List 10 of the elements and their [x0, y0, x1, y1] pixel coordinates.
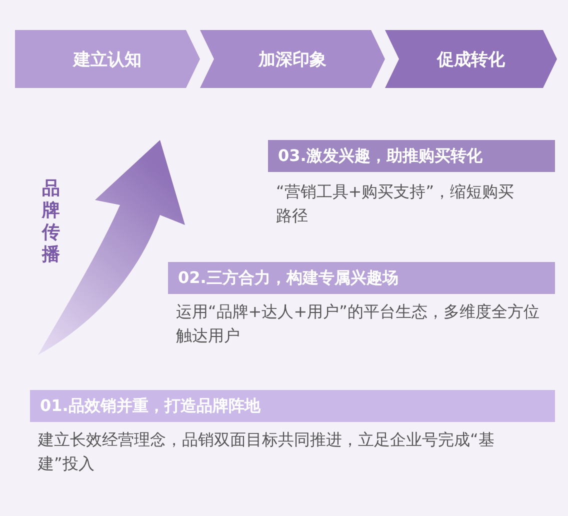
description-text: “营销工具+购买支持”，缩短购买路径	[276, 181, 515, 227]
step-heading-band: 03.激发兴趣，助推购买转化	[268, 140, 555, 172]
description-text: 建立长效经营理念，品销双面目标共同推进，立足企业号完成“基建”投入	[38, 429, 496, 475]
description-text: 运用“品牌+达人+用户”的平台生态，多维度全方位触达用户	[176, 301, 540, 347]
chevron-step: 加深印象	[200, 30, 385, 88]
step-heading-band: 02.三方合力，构建专属兴趣场	[168, 262, 555, 294]
vertical-label: 品牌传播	[42, 178, 61, 266]
step-heading-band: 01.品效销并重，打造品牌阵地	[30, 390, 555, 422]
chevron-step: 建立认知	[15, 30, 200, 88]
chevron-step: 促成转化	[385, 30, 557, 88]
